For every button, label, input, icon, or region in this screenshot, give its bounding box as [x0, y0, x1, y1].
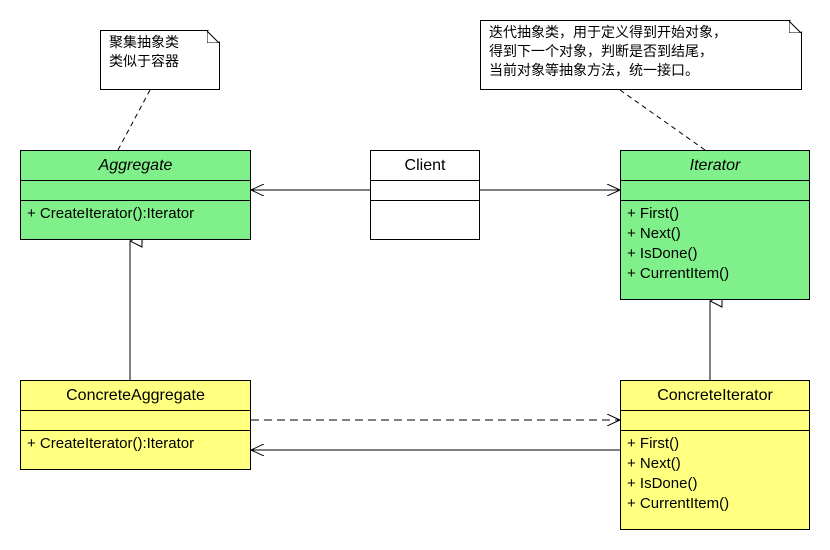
operation: + CreateIterator():Iterator — [27, 435, 195, 452]
class-client-attributes — [371, 181, 479, 201]
class-concrete-iterator-operations: + First() + Next() + IsDone() + CurrentI… — [621, 431, 809, 514]
note-fold-icon — [207, 31, 219, 43]
note-anchor-aggregate — [117, 89, 151, 151]
class-concrete-iterator[interactable]: ConcreteIterator + First() + Next() + Is… — [620, 380, 810, 530]
class-concrete-aggregate-operations: + CreateIterator():Iterator — [21, 431, 250, 454]
class-iterator-attributes — [621, 181, 809, 201]
class-iterator-name: Iterator — [621, 151, 809, 181]
note-anchor-iterator — [619, 89, 706, 151]
note-iterator-line: 迭代抽象类，用于定义得到开始对象， — [489, 25, 727, 41]
operation: + First() — [627, 205, 680, 222]
class-concrete-aggregate-attributes — [21, 411, 250, 431]
note-aggregate-line: 类似于容器 — [109, 54, 179, 70]
operation: + IsDone() — [627, 475, 698, 492]
class-client-name: Client — [371, 151, 479, 181]
operation: + CurrentItem() — [627, 495, 730, 512]
class-concrete-aggregate[interactable]: ConcreteAggregate + CreateIterator():Ite… — [20, 380, 251, 470]
operation: + IsDone() — [627, 245, 698, 262]
class-concrete-iterator-attributes — [621, 411, 809, 431]
note-iterator-line: 得到下一个对象，判断是否到结尾， — [489, 44, 713, 60]
note-iterator-line: 当前对象等抽象方法，统一接口。 — [489, 63, 699, 79]
class-iterator[interactable]: Iterator + First() + Next() + IsDone() +… — [620, 150, 810, 300]
operation: + Next() — [627, 225, 681, 242]
note-fold-icon — [789, 21, 801, 33]
note-aggregate-line: 聚集抽象类 — [109, 35, 179, 51]
class-aggregate-name: Aggregate — [21, 151, 250, 181]
class-iterator-operations: + First() + Next() + IsDone() + CurrentI… — [621, 201, 809, 284]
class-concrete-iterator-name: ConcreteIterator — [621, 381, 809, 411]
operation: + CurrentItem() — [627, 265, 730, 282]
operation: + Next() — [627, 455, 681, 472]
note-aggregate: 聚集抽象类 类似于容器 — [100, 30, 220, 90]
class-concrete-aggregate-name: ConcreteAggregate — [21, 381, 250, 411]
class-aggregate[interactable]: Aggregate + CreateIterator():Iterator — [20, 150, 251, 240]
class-client[interactable]: Client — [370, 150, 480, 240]
operation: + First() — [627, 435, 680, 452]
class-aggregate-operations: + CreateIterator():Iterator — [21, 201, 250, 224]
note-iterator: 迭代抽象类，用于定义得到开始对象， 得到下一个对象，判断是否到结尾， 当前对象等… — [480, 20, 802, 90]
operation: + CreateIterator():Iterator — [27, 205, 195, 222]
class-aggregate-attributes — [21, 181, 250, 201]
